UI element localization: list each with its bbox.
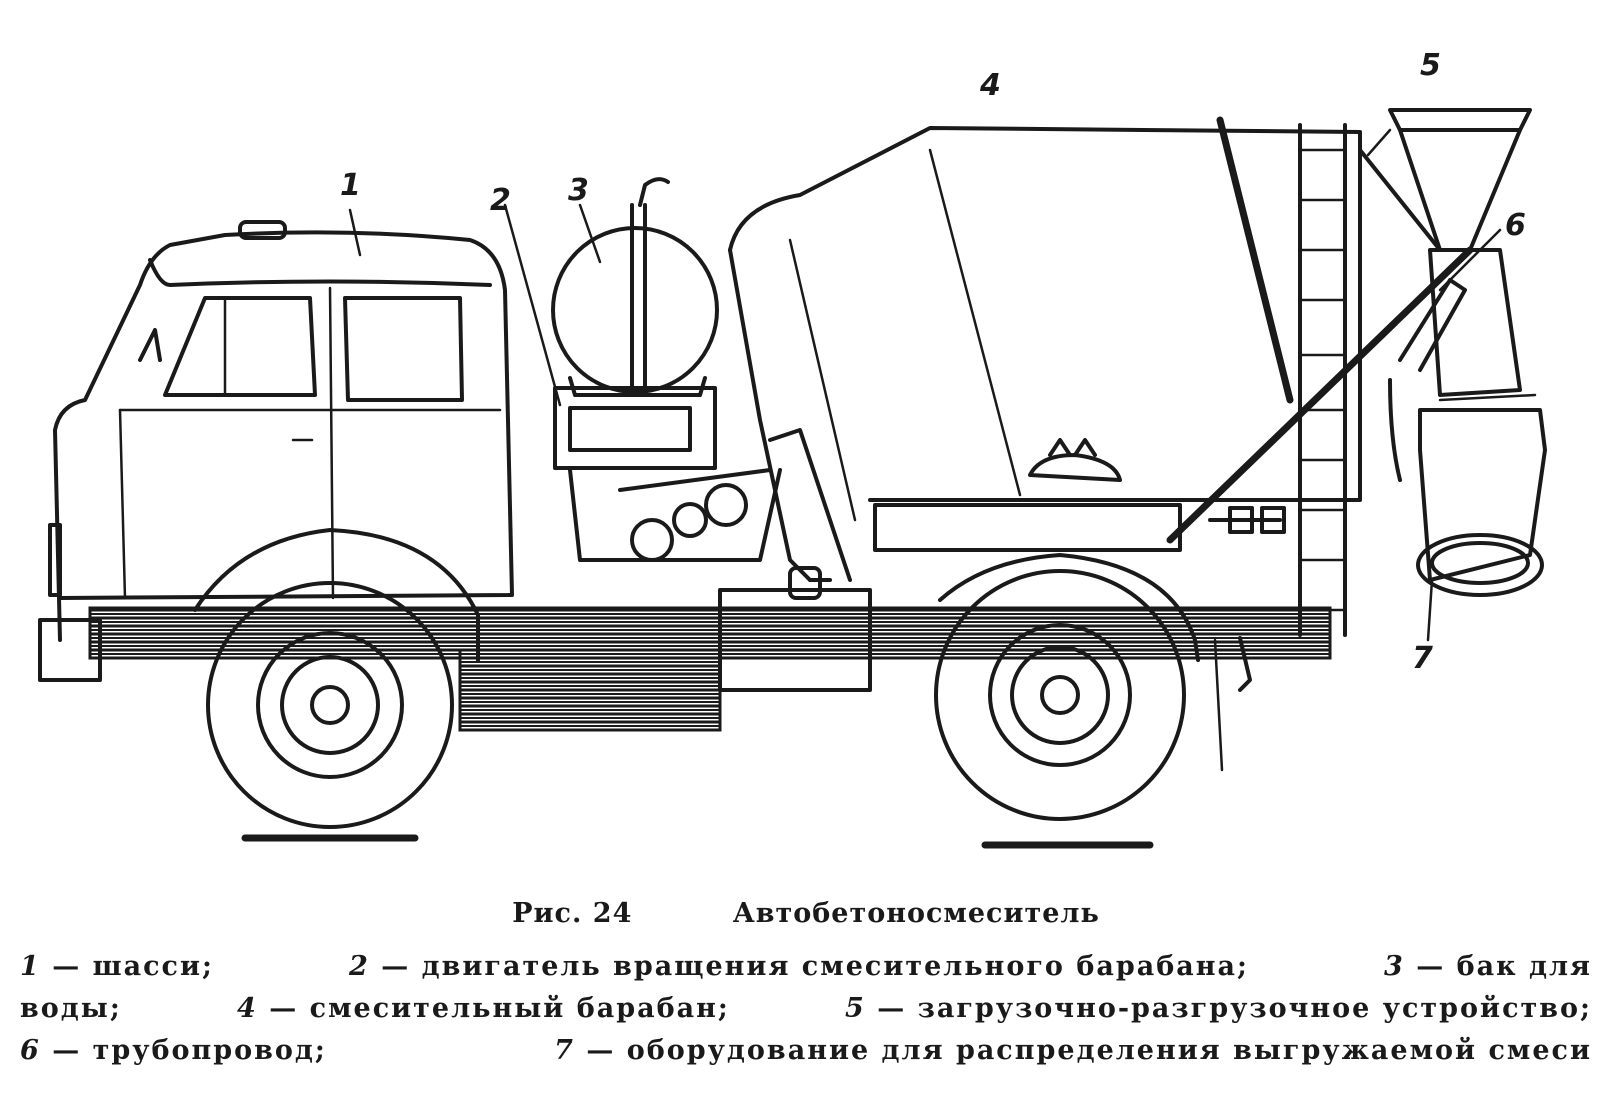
truck-mixer-diagram: 1 2 3 4 5 6 7 [38,48,1547,849]
rear-wheel [934,553,1200,821]
chassis-frame [38,566,1332,772]
legend-item-1: 1 — шасси; [20,951,214,982]
mixing-drum [728,116,1362,582]
cab [48,220,514,642]
figure-title: Автобетоносмеситель [732,898,1100,929]
water-tank [551,177,719,397]
legend-item-2: 2 — двигатель вращения смесительного бар… [349,951,1249,982]
legend-item-3-cont: воды; [20,993,122,1024]
figure-label: Рис. 24 [512,898,633,929]
callout-6: 6 [1505,208,1526,243]
ladder [1298,123,1347,637]
figure-caption: Рис. 24 Автобетоносмеситель [0,898,1612,929]
drum-drive-engine [553,386,782,562]
legend-line-2: воды; 4 — смесительный барабан; 5 — загр… [20,988,1592,1030]
legend-item-5: 5 — загрузочно-разгрузочное устройство; [845,993,1592,1024]
legend: 1 — шасси; 2 — двигатель вращения смесит… [20,946,1592,1072]
legend-item-4: 4 — смесительный барабан; [237,993,730,1024]
callout-4: 4 [979,68,1001,103]
legend-item-6: 6 — трубопровод; [20,1035,327,1066]
legend-item-3: 3 — бак для [1384,951,1592,982]
callout-7: 7 [1412,641,1433,676]
callout-5: 5 [1420,48,1441,83]
legend-item-7: 7 — оборудование для распределения выгру… [554,1035,1592,1066]
front-wheel [193,528,480,829]
callout-1: 1 [340,168,361,203]
callout-leaders [348,203,1502,642]
callout-2: 2 [490,183,511,218]
distribution-chute [1416,248,1547,597]
legend-line-3: 6 — трубопровод; 7 — оборудование для ра… [20,1030,1592,1072]
callout-3: 3 [568,173,589,208]
legend-line-1: 1 — шасси; 2 — двигатель вращения смесит… [20,946,1592,988]
pipeline [1166,246,1474,544]
